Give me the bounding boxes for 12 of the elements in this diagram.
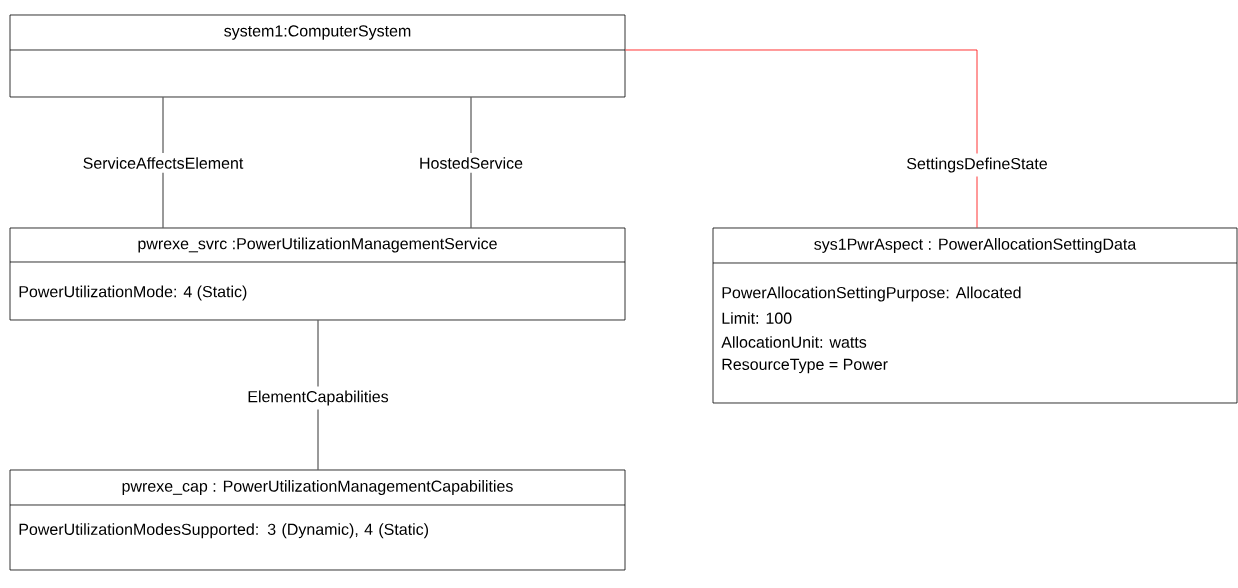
edge-label: SettingsDefineState xyxy=(902,153,1052,177)
object-box: system1:ComputerSystem xyxy=(9,14,626,98)
association-line xyxy=(162,97,164,228)
edge-label: HostedService xyxy=(415,153,528,173)
association-line xyxy=(317,320,319,470)
object-box: sys1PwrAspect : PowerAllocationSettingData PowerAllocationSettingPurpose: Allocated Limit: 100 AllocationUnit: watts ResourceType = Power xyxy=(712,227,1238,404)
object-box: pwrexe_svrc :PowerUtilizationManagementService PowerUtilizationMode: 4 (Static) xyxy=(9,227,626,321)
association-line xyxy=(470,97,472,228)
association-line xyxy=(625,49,978,228)
edge-label: ServiceAffectsElement xyxy=(78,153,248,173)
object-box: pwrexe_cap : PowerUtilizationManagementCapabilities PowerUtilizationModesSupported: 3 (Dynamic), 4 (Static) xyxy=(9,469,626,571)
edge-label: ElementCapabilities xyxy=(243,386,393,410)
